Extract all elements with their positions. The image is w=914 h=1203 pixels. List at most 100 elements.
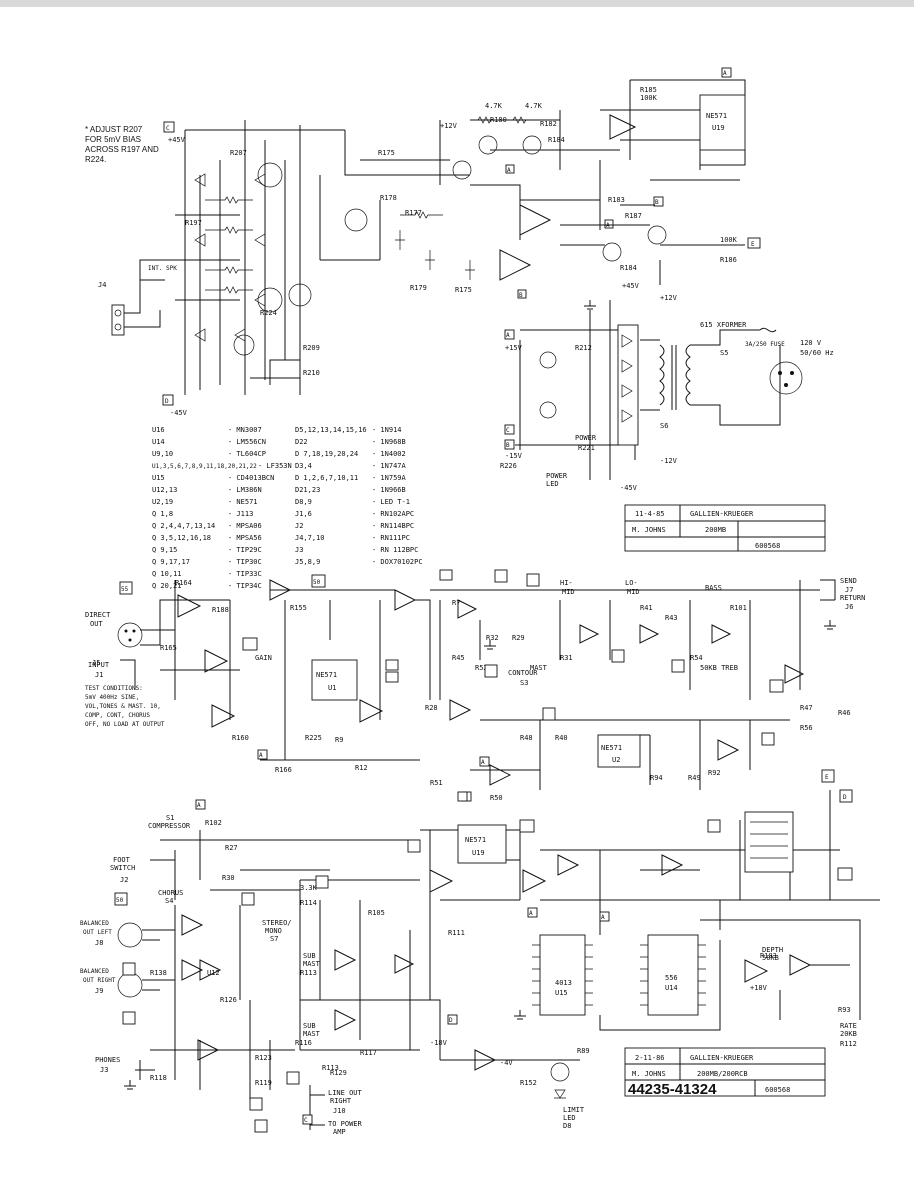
contour-mast-label: MAST: [530, 664, 548, 672]
ref-r114: R113: [300, 969, 317, 977]
ic-ne571-u19-low-ref: U19: [472, 849, 485, 857]
parts-c2-1: - LM556CN: [228, 438, 266, 446]
opamp-u1a: [359, 699, 384, 723]
test-cond-5: OFF, NO LOAD AT OUTPUT: [85, 721, 165, 728]
bass-label: BASS: [705, 584, 722, 592]
ic-556-pins: [640, 944, 706, 1006]
marker-94: [707, 819, 721, 833]
ref-r129: R138: [150, 969, 167, 977]
opamp-chorus-1: [557, 854, 580, 876]
phones-ref: J3: [100, 1066, 108, 1074]
tb2-company: GALLIEN-KRUEGER: [690, 1054, 754, 1062]
parts-c2-9: - MPSA56: [228, 534, 262, 542]
parts-c3-8: J2: [295, 522, 303, 530]
ic-4013-name: 4013: [555, 979, 572, 987]
marker-50b: [114, 892, 128, 906]
hi-mid-label-2: MID: [562, 588, 575, 596]
q-circle-1: [257, 162, 283, 188]
opamp-u18: [177, 594, 202, 618]
parts-c1-3: U1,3,5,6,7,8,9,11,18,20,21,22: [152, 463, 257, 470]
ref-r164: R185: [640, 86, 657, 94]
parts-c4-6: - LED T-1: [372, 498, 410, 506]
s1-label: S1: [166, 814, 174, 822]
ref-r45: R7: [452, 599, 460, 607]
jack-j4-label: J4: [98, 281, 106, 289]
tb2-handwritten: 44235-41324: [628, 1081, 717, 1098]
direct-out-label-2: OUT: [90, 620, 103, 628]
opamp-bal-1: [181, 914, 204, 936]
parts-c4-7: - RN102APC: [372, 510, 414, 518]
master-wiring: [299, 879, 420, 1051]
direct-out-label-1: DIRECT: [85, 611, 111, 619]
opamp-master-3: [394, 954, 415, 974]
opamp-tone-6: [449, 699, 472, 721]
ref-r226: R226: [500, 462, 517, 470]
marker-b-top: [517, 289, 527, 299]
q-reg-1: [539, 351, 557, 369]
marker-80c: [286, 1071, 300, 1085]
opamp-lfo-2: [789, 954, 812, 976]
bal-right-ref: J9: [95, 987, 103, 995]
ic-ne571-u1-name: NE571: [316, 671, 337, 679]
marker-d-lim: [447, 1014, 458, 1025]
marker-40: [484, 664, 498, 678]
adjust-note-line-1: * ADJUST R207: [85, 125, 143, 134]
marker-e: [747, 237, 761, 249]
parts-c4-5: - 1N966B: [372, 486, 406, 494]
adjust-note-line-3: ACROSS R197 AND: [85, 145, 159, 154]
ps-rails-wiring: [515, 300, 636, 480]
parts-c4-4: - 1N759A: [372, 474, 407, 482]
marker-815: [407, 839, 421, 853]
marker-a-4013: [527, 907, 538, 918]
ref-r47: R41: [640, 604, 653, 612]
sub-mast-label-4: MAST: [303, 1030, 321, 1038]
s4-label: S4: [165, 897, 173, 905]
line-out-ref: J10: [333, 1107, 346, 1115]
marker-e-chorus-letter: E: [825, 774, 829, 781]
marker-150: [385, 659, 399, 671]
title-block-1-grid: [625, 505, 825, 551]
mains-voltage: 120 V: [800, 339, 822, 347]
parts-c2-12: - TIP33C: [228, 570, 262, 578]
mains-plug: [769, 361, 803, 395]
marker-65: [385, 671, 399, 683]
tb2-date: 2-11-86: [635, 1054, 665, 1062]
phones-jack: [135, 1060, 155, 1080]
parts-c1-0: U16: [152, 426, 165, 434]
ref-r9: R166: [275, 766, 292, 774]
tone-section: HI- MID LO- MID BASS 50KB TREB R7 R32 R2…: [425, 569, 865, 732]
opamp-top-1: [519, 204, 552, 236]
marker-d-chorus-letter: D: [843, 794, 847, 801]
top-caps: [395, 230, 475, 280]
ref-r209: R209: [303, 344, 320, 352]
marker-55: [119, 581, 133, 595]
terminal-screw-1: [114, 309, 122, 317]
marker-a-fs-letter: A: [197, 802, 201, 809]
to-power-label-2: AMP: [333, 1128, 346, 1136]
ref-r114b: R113: [322, 1064, 339, 1072]
tb1-number: 600568: [755, 542, 780, 550]
window-top-bar: [0, 0, 914, 7]
marker-800mv: [837, 867, 853, 881]
ne571-top-wiring: [629, 79, 746, 181]
return-label: RETURN: [840, 594, 865, 602]
opamp-master-2: [334, 1009, 357, 1031]
ref-r186: R184: [620, 264, 637, 272]
opamp-u3: [489, 764, 512, 786]
ref-r175b: R175: [455, 286, 472, 294]
ic-ne571-u1: [311, 659, 358, 701]
r-47k-2: 4.7K: [525, 102, 543, 110]
marker-60b: [254, 1119, 268, 1133]
ic-4013-ref: U15: [555, 989, 568, 997]
marker-a-ne571-letter: A: [723, 70, 727, 77]
marker-50d: [122, 1011, 136, 1025]
parts-c3-2: D 7,18,19,20,24: [295, 450, 358, 458]
ref-r7: R225: [305, 734, 322, 742]
parts-c2-0: - MN3007: [228, 426, 262, 434]
ref-r48: R28: [425, 704, 438, 712]
marker-50c: [122, 962, 136, 976]
ref-r127: R126: [220, 996, 237, 1004]
limit-led-label-1: LIMIT: [563, 1106, 585, 1114]
limit-led-label-2: LED: [563, 1114, 576, 1122]
